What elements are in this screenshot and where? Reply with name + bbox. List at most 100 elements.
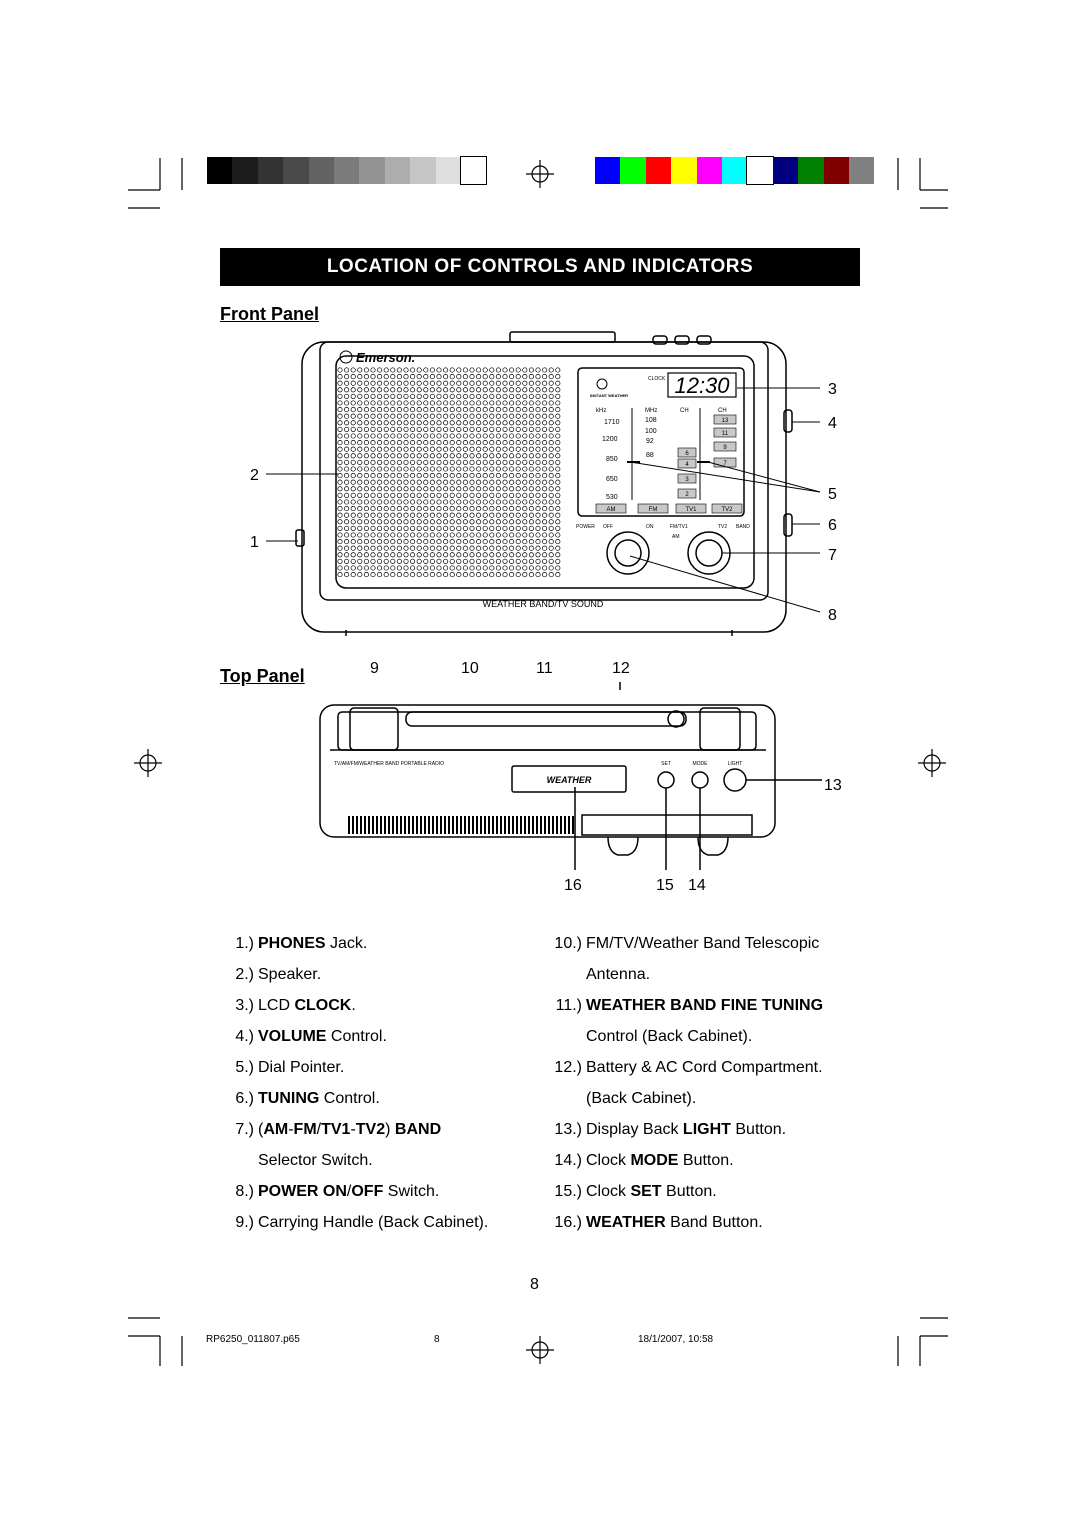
list-item-text: Battery & AC Cord Compartment. <box>586 1059 823 1076</box>
instant-weather-label: INSTANT WEATHER <box>590 393 628 398</box>
callout-14: 14 <box>688 877 706 894</box>
list-item-number: 6.) <box>235 1090 254 1107</box>
weather-band-tv-sound-label: WEATHER BAND/TV SOUND <box>483 599 604 609</box>
tv2-ch-1: 11 <box>722 431 729 437</box>
gray-bar-swatch <box>334 157 360 184</box>
callout-9: 9 <box>370 660 379 677</box>
callout-15: 15 <box>656 877 674 894</box>
list-item: 2.)Speaker. <box>220 959 520 990</box>
band-tab-tv2: TV2 <box>721 507 733 513</box>
unit-ch-tv1: CH <box>680 408 689 414</box>
list-item-text: TUNING Control. <box>258 1090 380 1107</box>
list-item-continuation: Selector Switch. <box>258 1152 373 1169</box>
list-item-number: 5.) <box>235 1059 254 1076</box>
list-item: 13.)Display Back LIGHT Button. <box>548 1114 878 1145</box>
list-item-text: VOLUME Control. <box>258 1028 387 1045</box>
page-number: 8 <box>530 1276 539 1293</box>
list-item: 1.)PHONES Jack. <box>220 928 520 959</box>
color-bar-swatch <box>696 157 722 184</box>
list-item: 3.)LCD CLOCK. <box>220 990 520 1021</box>
fm-scale-3: 88 <box>646 452 654 459</box>
am-scale-1: 1200 <box>602 436 618 443</box>
tv1-ch-0: 6 <box>685 451 689 457</box>
set-label: SET <box>661 761 671 767</box>
color-bar-swatch <box>645 157 672 184</box>
list-item-text: WEATHER BAND FINE TUNING <box>586 997 824 1014</box>
callout-3: 3 <box>828 381 837 398</box>
band-tab-am: AM <box>607 507 616 513</box>
list-item-text: POWER ON/OFF Switch. <box>258 1183 440 1200</box>
list-item-text: LCD CLOCK. <box>258 997 356 1014</box>
front-panel-title: Front Panel <box>220 304 320 324</box>
color-bar-swatch <box>746 156 774 185</box>
list-item-number: 12.) <box>554 1059 582 1076</box>
callout-8: 8 <box>828 607 837 624</box>
list-item-number: 8.) <box>235 1183 254 1200</box>
am-scale-2: 850 <box>606 456 618 463</box>
switch-power: POWER <box>576 524 595 530</box>
list-item-text: Display Back LIGHT Button. <box>586 1121 787 1138</box>
list-item-text: Clock SET Button. <box>586 1183 717 1200</box>
switch-band: BAND <box>736 524 750 530</box>
list-item-text: WEATHER Band Button. <box>586 1214 763 1231</box>
tv1-ch-2: 3 <box>685 477 689 483</box>
list-item: 9.)Carrying Handle (Back Cabinet). <box>220 1207 520 1238</box>
list-item: 10.)FM/TV/Weather Band Telescopic <box>548 928 878 959</box>
top-panel-illustration: TV/AM/FM/WEATHER BAND PORTABLE RADIO WEA… <box>319 660 842 894</box>
list-item: 7.)(AM-FM/TV1-TV2) BAND <box>220 1114 520 1145</box>
list-item: 12.)Battery & AC Cord Compartment. <box>548 1052 878 1083</box>
list-item-number: 7.) <box>235 1121 254 1138</box>
list-item-continuation: Antenna. <box>586 966 651 983</box>
switch-am: AM <box>672 534 680 540</box>
list-item: 11.)WEATHER BAND FINE TUNING <box>548 990 878 1021</box>
list-item-text: (AM-FM/TV1-TV2) BAND <box>258 1121 442 1138</box>
tv2-ch-2: 9 <box>723 445 727 451</box>
switch-on: ON <box>646 524 654 530</box>
mode-label: MODE <box>693 761 709 767</box>
lcd-time: 12:30 <box>674 373 730 398</box>
list-item-text: Speaker. <box>258 966 322 983</box>
gray-bar-swatch <box>232 157 258 184</box>
gray-bar-swatch <box>435 157 461 184</box>
model-label: TV/AM/FM/WEATHER BAND PORTABLE RADIO <box>334 761 444 767</box>
band-tab-fm: FM <box>649 507 658 513</box>
list-item: 15.)Clock SET Button. <box>548 1176 878 1207</box>
list-item-text: Clock MODE Button. <box>586 1152 734 1169</box>
fm-scale-0: 108 <box>645 417 657 424</box>
am-scale-4: 530 <box>606 494 618 501</box>
list-item-number: 10.) <box>554 935 582 952</box>
color-bar-swatch <box>772 157 799 184</box>
list-item: 5.)Dial Pointer. <box>220 1052 520 1083</box>
gray-bar-swatch <box>308 157 334 184</box>
list-item: 8.)POWER ON/OFF Switch. <box>220 1176 520 1207</box>
color-bar-swatch <box>798 157 824 184</box>
band-tab-tv1: TV1 <box>685 507 697 513</box>
sun-icon <box>596 378 608 390</box>
tv1-ch-3: 2 <box>685 492 689 498</box>
list-item-continuation: (Back Cabinet). <box>586 1090 697 1107</box>
callout-7: 7 <box>828 547 837 564</box>
unit-khz: kHz <box>596 408 606 414</box>
am-scale-3: 650 <box>606 476 618 483</box>
callout-11: 11 <box>536 660 553 677</box>
list-item-text: FM/TV/Weather Band Telescopic <box>586 935 820 952</box>
clock-label: CLOCK <box>648 376 666 382</box>
list-item-number: 4.) <box>235 1028 254 1045</box>
light-label: LIGHT <box>728 761 743 767</box>
color-bar-swatch <box>823 157 849 184</box>
list-item: 4.)VOLUME Control. <box>220 1021 520 1052</box>
list-item-number: 16.) <box>554 1214 582 1231</box>
tv2-ch-3: 7 <box>723 461 727 467</box>
list-item-number: 1.) <box>235 935 254 952</box>
callout-2: 2 <box>250 467 259 484</box>
parts-list-left: 1.)PHONES Jack.2.)Speaker.3.)LCD CLOCK.4… <box>220 928 520 1238</box>
footer-page: 8 <box>434 1334 440 1345</box>
color-bar-swatch <box>671 157 697 184</box>
list-item-number: 11.) <box>555 997 582 1014</box>
callout-4: 4 <box>828 415 837 432</box>
switch-fmtv1: FM/TV1 <box>670 524 688 530</box>
list-item-number: 14.) <box>554 1152 582 1169</box>
switch-tv2: TV2 <box>718 524 727 530</box>
color-bar-swatch <box>849 157 875 184</box>
